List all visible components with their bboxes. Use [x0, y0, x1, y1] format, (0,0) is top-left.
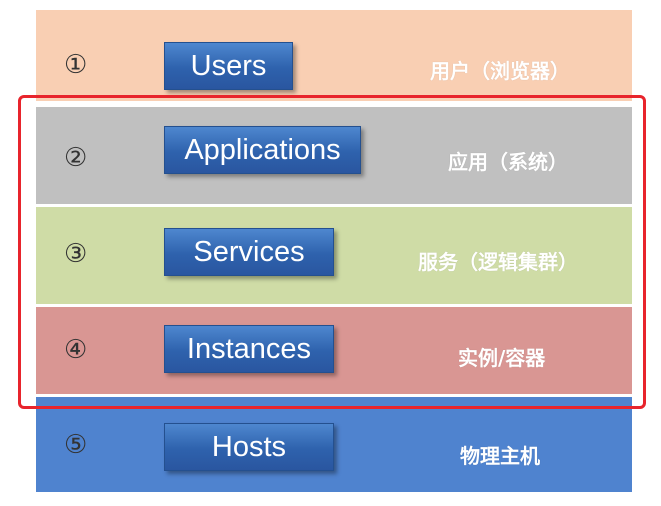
layer-instances-number: ④ [64, 335, 88, 365]
layer-instances [36, 307, 632, 394]
layer-services-label: Services [164, 228, 334, 276]
layer-instances-cn: 实例/容器 [458, 346, 546, 370]
layer-hosts-label: Hosts [164, 423, 334, 471]
layer-hosts [36, 397, 632, 492]
layer-services [36, 207, 632, 304]
layer-applications-label: Applications [164, 126, 361, 174]
layer-users-label: Users [164, 42, 293, 90]
layer-hosts-cn: 物理主机 [460, 444, 540, 468]
layer-users [36, 10, 632, 101]
layer-applications-cn: 应用（系统） [448, 150, 568, 174]
layer-instances-label: Instances [164, 325, 334, 373]
layer-services-cn: 服务（逻辑集群） [418, 250, 578, 274]
layer-applications-number: ② [64, 143, 88, 173]
highlight-frame [18, 95, 646, 409]
layer-services-number: ③ [64, 239, 88, 269]
layer-users-cn: 用户（浏览器） [430, 59, 570, 83]
layer-hosts-number: ⑤ [64, 430, 88, 460]
layer-users-number: ① [64, 50, 88, 80]
